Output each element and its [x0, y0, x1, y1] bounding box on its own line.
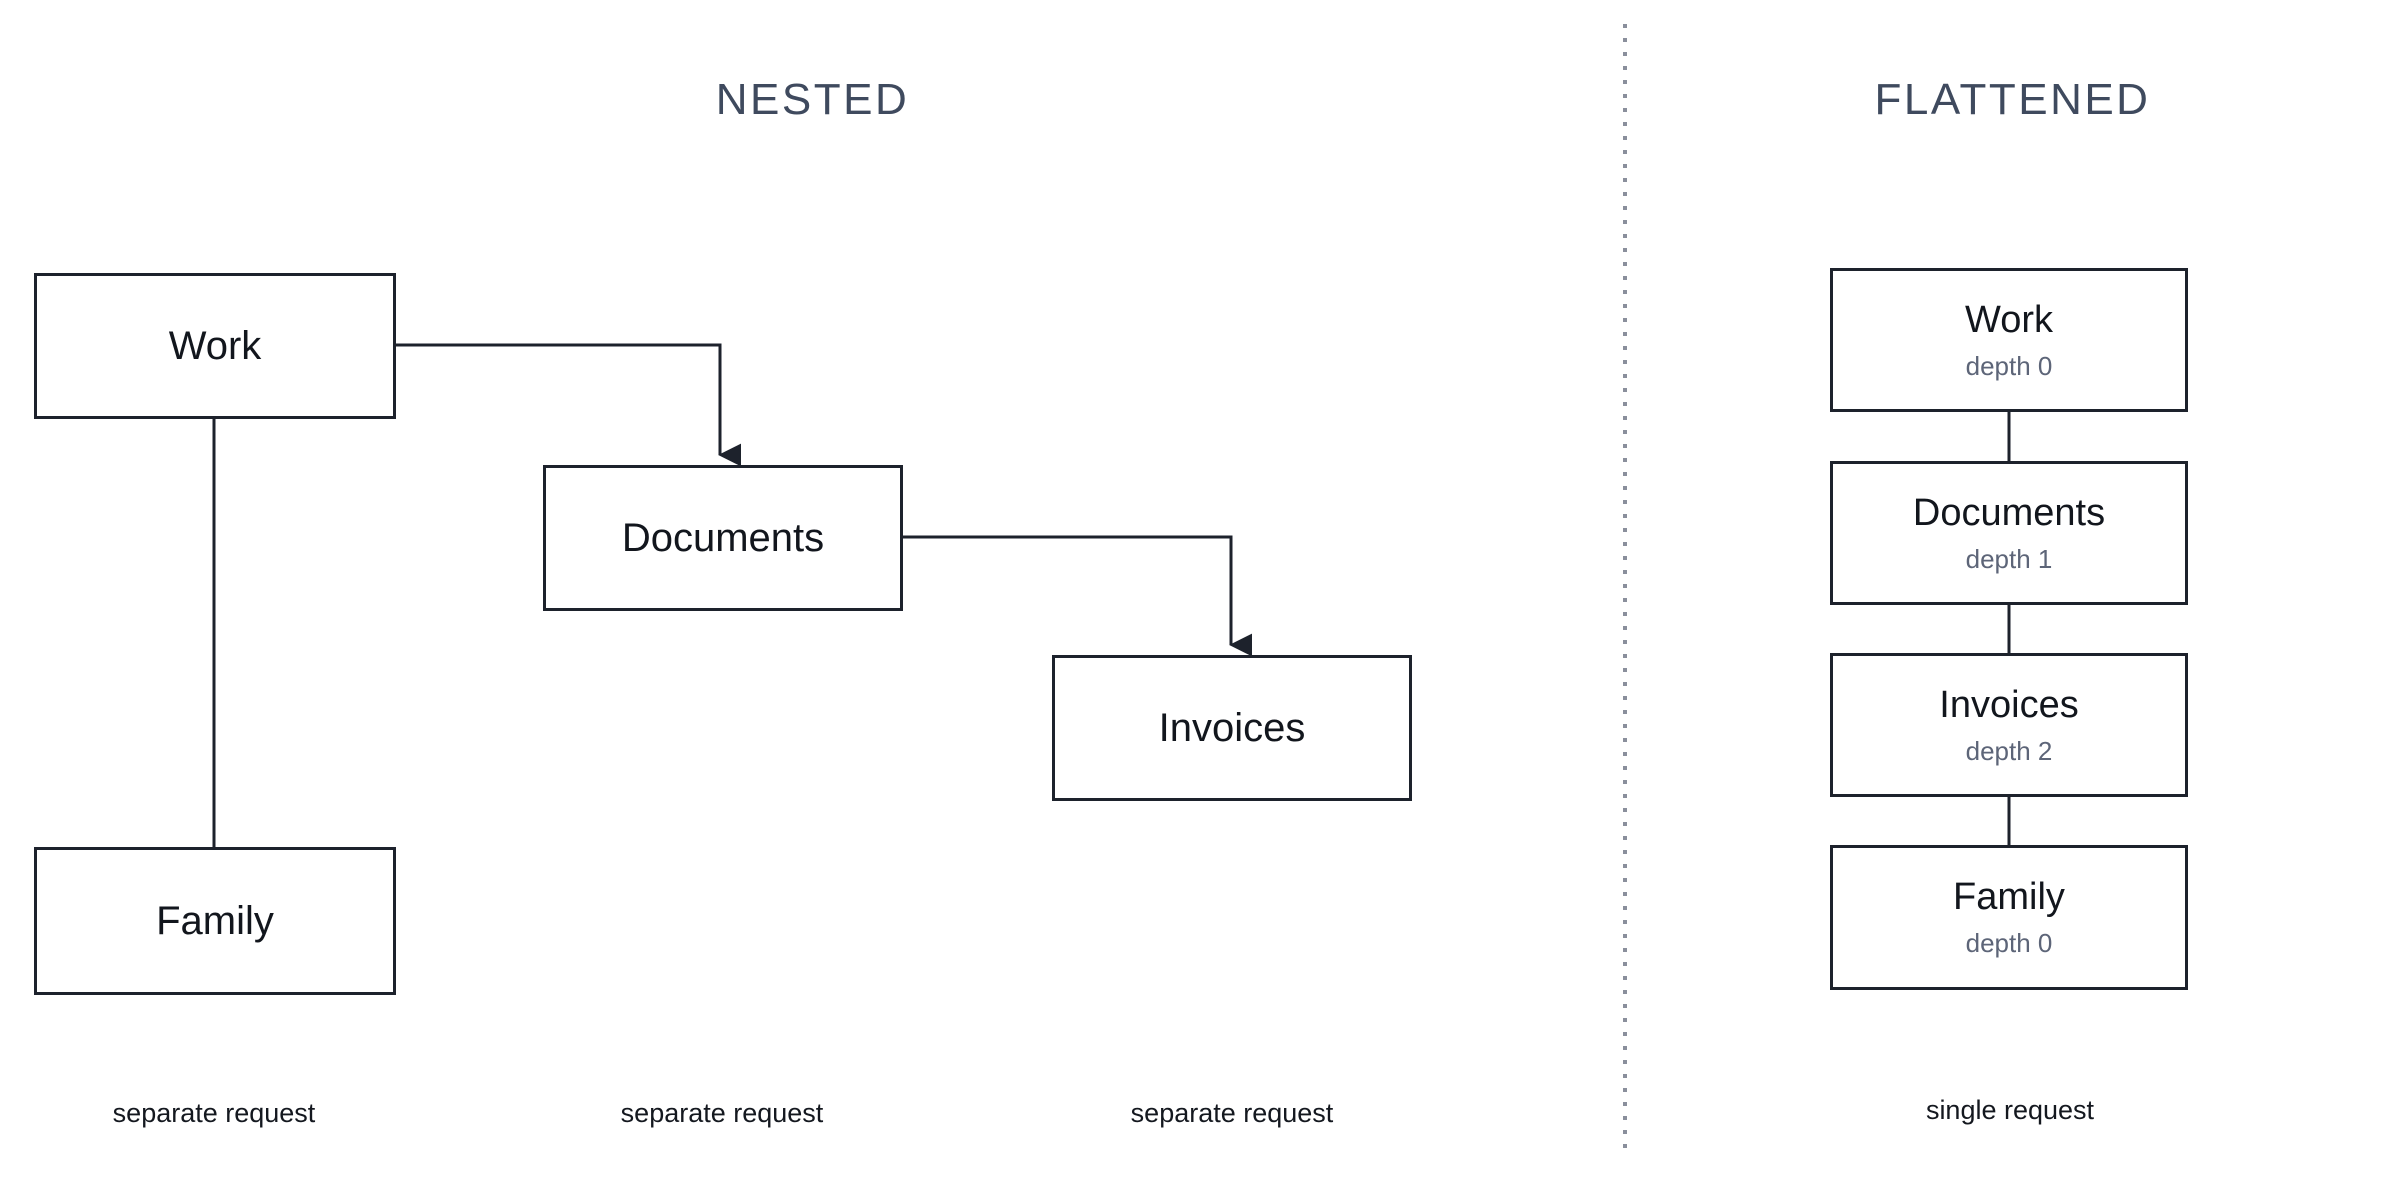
flattened-node-invoices-label: Invoices — [1939, 683, 2079, 726]
nested-section-title: NESTED — [715, 75, 910, 124]
edge-documents-to-invoices — [903, 535, 1252, 657]
edge-work-to-documents — [396, 343, 741, 467]
flattened-section-title: FLATTENED — [1874, 75, 2151, 124]
flattened-node-documents[interactable]: Documents depth 1 — [1830, 461, 2188, 605]
flattened-diagram-panel: FLATTENED Work depth 0 Documents depth 1… — [1625, 0, 2400, 1203]
flattened-node-invoices[interactable]: Invoices depth 2 — [1830, 653, 2188, 797]
nested-node-family[interactable]: Family — [34, 847, 396, 995]
nested-node-family-label: Family — [156, 899, 274, 943]
flattened-edge-layer — [2007, 412, 2011, 845]
nested-node-documents[interactable]: Documents — [543, 465, 903, 611]
nested-caption-invoices: separate request — [1130, 1098, 1334, 1128]
flattened-caption: single request — [1925, 1095, 2095, 1125]
flattened-node-work[interactable]: Work depth 0 — [1830, 268, 2188, 412]
nested-diagram-panel: NESTED Work Documents Invoices Family — [34, 75, 1412, 1128]
nested-node-work-label: Work — [168, 324, 262, 368]
flattened-node-invoices-depth: depth 2 — [1965, 735, 2053, 766]
flattened-node-family[interactable]: Family depth 0 — [1830, 845, 2188, 990]
flattened-node-family-depth: depth 0 — [1965, 928, 2053, 959]
nested-caption-work: separate request — [112, 1098, 316, 1128]
nested-node-documents-label: Documents — [621, 516, 825, 560]
flattened-node-work-depth: depth 0 — [1965, 350, 2053, 381]
nested-node-invoices[interactable]: Invoices — [1052, 655, 1412, 801]
flattened-node-work-label: Work — [1965, 298, 2053, 341]
flattened-node-documents-depth: depth 1 — [1965, 543, 2053, 574]
nested-node-work[interactable]: Work — [34, 273, 396, 419]
nested-node-invoices-label: Invoices — [1158, 706, 1306, 750]
nested-edge-layer — [212, 343, 1252, 847]
nested-caption-documents: separate request — [620, 1098, 824, 1128]
flattened-node-documents-label: Documents — [1912, 491, 2106, 534]
panel-divider — [1623, 24, 1627, 1148]
flattened-node-family-label: Family — [1953, 876, 2065, 919]
